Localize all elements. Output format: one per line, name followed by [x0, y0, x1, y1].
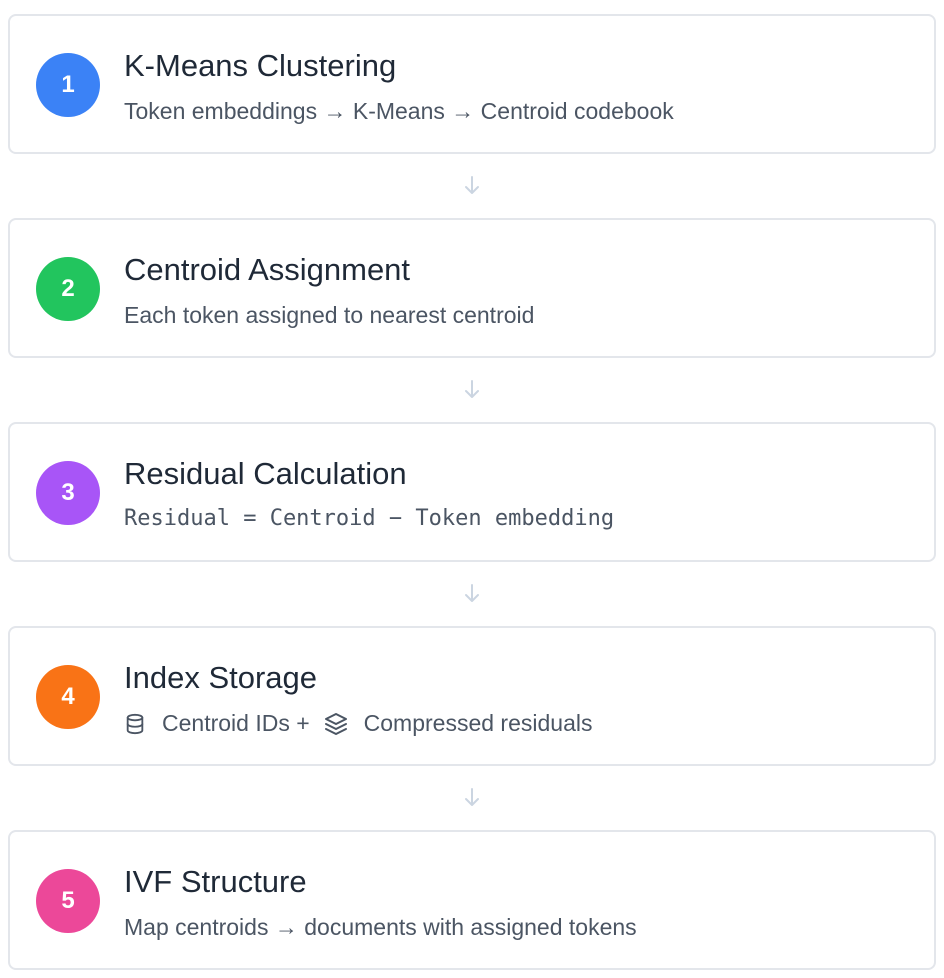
step-description: Token embeddings → K-Means → Centroid co… — [124, 98, 674, 124]
flow-connector — [8, 358, 936, 422]
step-description: Map centroids → documents with assigned … — [124, 914, 637, 940]
compressed-residuals-label: Compressed residuals — [363, 710, 593, 736]
step-title: Residual Calculation — [124, 456, 407, 491]
step-description: Each token assigned to nearest centroid — [124, 302, 535, 328]
step-title: IVF Structure — [124, 864, 307, 899]
step-card-residual-calculation: 3 Residual Calculation Residual = Centro… — [8, 422, 936, 562]
step-title: K-Means Clustering — [124, 48, 397, 83]
centroid-ids-label: Centroid IDs + — [162, 710, 310, 736]
arrow-down-icon — [465, 788, 479, 806]
step-card-ivf-structure: 5 IVF Structure Map centroids → document… — [8, 830, 936, 970]
step-description: Residual = Centroid − Token embedding — [124, 506, 615, 531]
arrow-down-icon — [465, 584, 479, 602]
flow-connector — [8, 154, 936, 218]
layers-icon — [324, 712, 348, 736]
step-card-centroid-assignment: 2 Centroid Assignment Each token assigne… — [8, 218, 936, 358]
flow-connector — [8, 766, 936, 830]
step-number-badge: 5 — [36, 869, 100, 933]
database-icon — [124, 713, 146, 735]
step-number-badge: 4 — [36, 665, 100, 729]
step-card-index-storage: 4 Index Storage Centroid IDs + Compresse… — [8, 626, 936, 766]
step-description: Centroid IDs + Compressed residuals — [124, 710, 592, 737]
step-card-kmeans-clustering: 1 K-Means Clustering Token embeddings → … — [8, 14, 936, 154]
step-number-badge: 1 — [36, 53, 100, 117]
step-number-badge: 3 — [36, 461, 100, 525]
step-number-badge: 2 — [36, 257, 100, 321]
step-title: Centroid Assignment — [124, 252, 411, 287]
flow-connector — [8, 562, 936, 626]
pipeline-flow: 1 K-Means Clustering Token embeddings → … — [8, 14, 936, 970]
arrow-down-icon — [465, 380, 479, 398]
arrow-down-icon — [465, 176, 479, 194]
step-title: Index Storage — [124, 660, 318, 695]
